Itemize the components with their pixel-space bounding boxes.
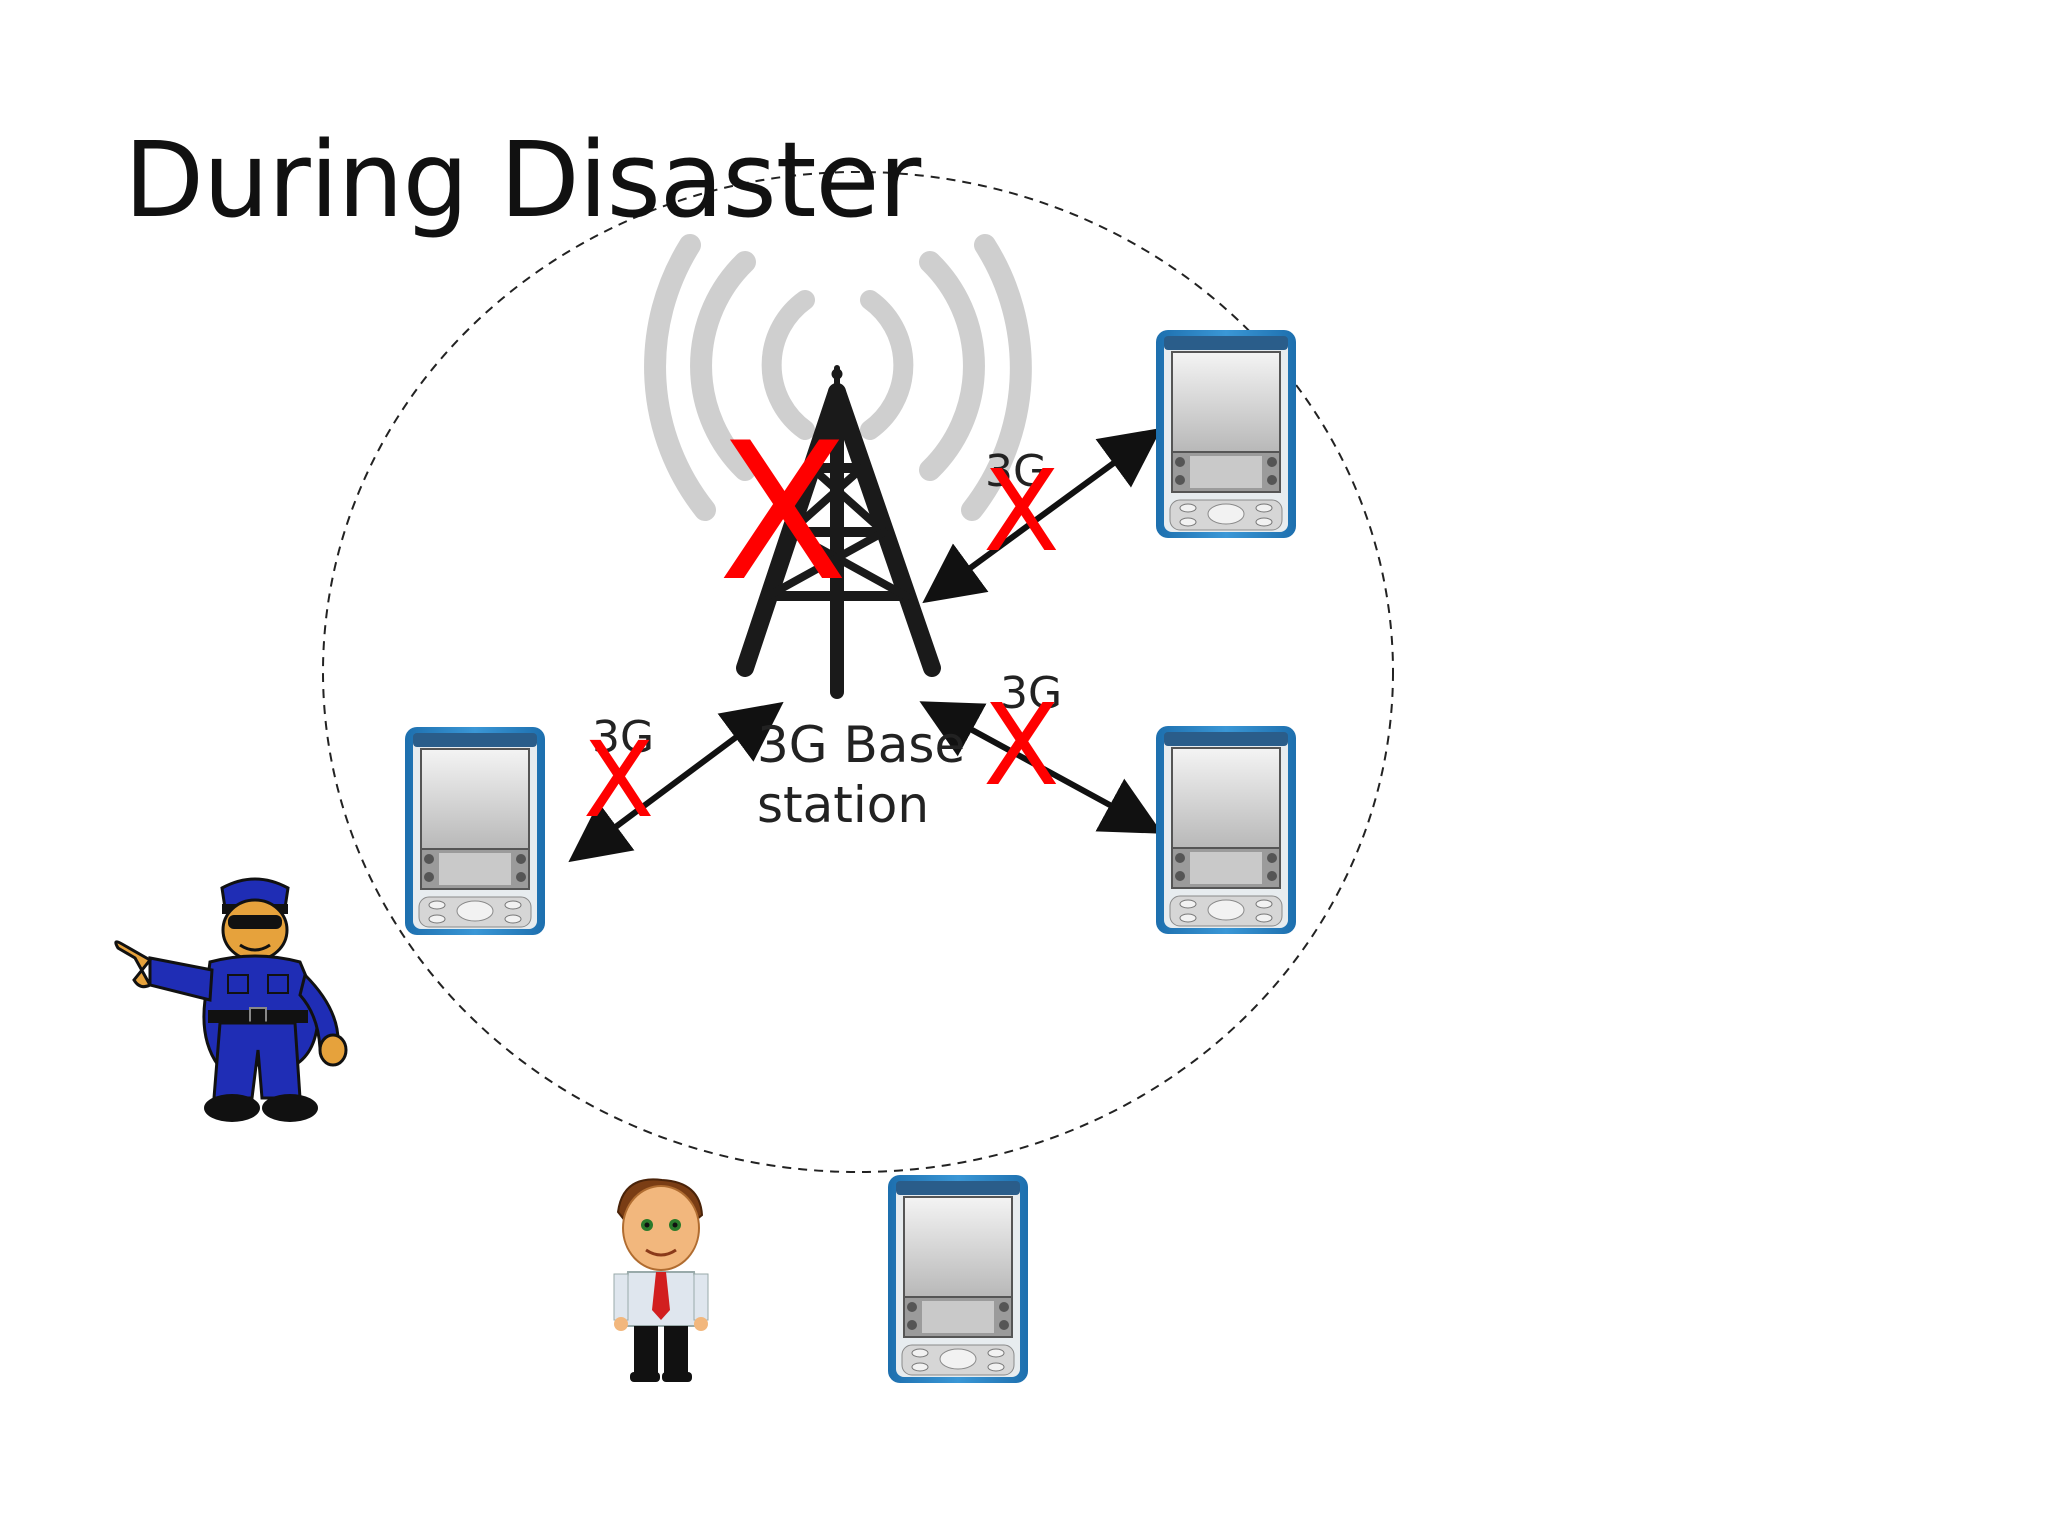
coverage-area bbox=[322, 171, 1394, 1173]
pda-icon bbox=[887, 1174, 1029, 1384]
pda-icon bbox=[1155, 725, 1297, 935]
police-officer-icon bbox=[114, 877, 348, 1122]
link-arrow-top-right bbox=[922, 427, 1162, 604]
link-failure-mark-mid-right: X bbox=[983, 681, 1060, 811]
link-arrow-mid-right bbox=[919, 701, 1163, 834]
tower-label-line2: station bbox=[757, 776, 930, 834]
link-label-top-right: 3G bbox=[985, 446, 1048, 497]
cell-tower-icon bbox=[736, 365, 941, 699]
link-failure-mark-left: X bbox=[583, 719, 655, 841]
pda-icon bbox=[1155, 329, 1297, 539]
link-label-mid-right: 3G bbox=[1000, 668, 1063, 719]
slide-title: During Disaster bbox=[124, 119, 921, 241]
civilian-man-icon bbox=[613, 1178, 709, 1382]
tower-label-line1: 3G Base bbox=[757, 716, 966, 774]
link-failure-mark-top-right: X bbox=[983, 447, 1060, 577]
pda-icon bbox=[404, 726, 546, 936]
link-label-left: 3G bbox=[592, 712, 655, 763]
tower-failure-mark: X bbox=[718, 402, 849, 623]
link-arrow-left bbox=[568, 701, 784, 863]
